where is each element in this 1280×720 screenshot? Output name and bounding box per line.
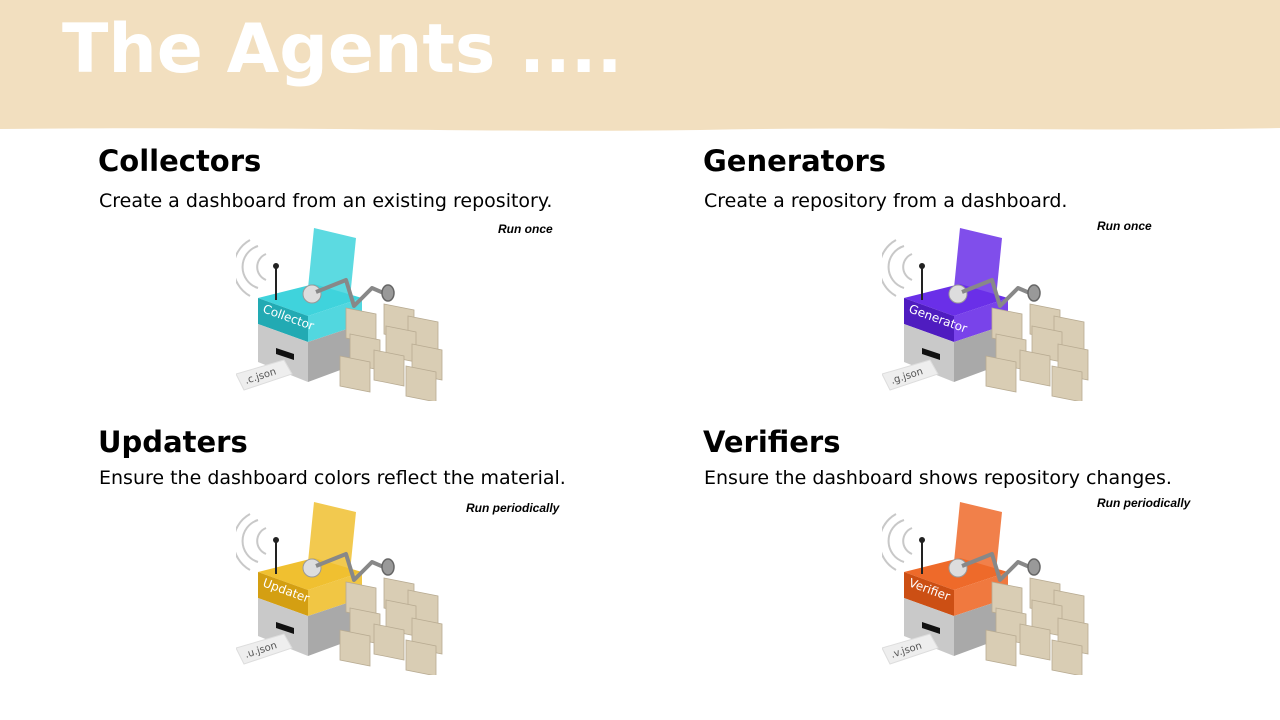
page-icon [985, 355, 1017, 393]
agent-collectors: Collectors Create a dashboard from an ex… [98, 144, 658, 404]
page-icon [1051, 639, 1083, 677]
agent-heading: Verifiers [703, 425, 841, 459]
page-icon [985, 629, 1017, 667]
agent-description: Ensure the dashboard shows repository ch… [704, 467, 1172, 489]
magnifier-icon [1027, 284, 1041, 302]
collector-robot-illustration: Collector .c.json [232, 226, 468, 403]
page-icon [1019, 623, 1051, 661]
verifier-robot-illustration: Verifier .v.json [878, 500, 1114, 677]
page-icon [373, 349, 405, 387]
page-icon [1051, 365, 1083, 403]
wifi-signal-icon [878, 239, 913, 297]
page-icon [373, 623, 405, 661]
agent-generators: Generators Create a repository from a da… [703, 144, 1263, 404]
magnifier-icon [1027, 558, 1041, 576]
wifi-signal-icon [232, 513, 267, 571]
agent-verifiers: Verifiers Ensure the dashboard shows rep… [703, 425, 1263, 685]
run-frequency: Run once [1097, 219, 1152, 233]
agent-heading: Generators [703, 144, 887, 178]
agent-updaters: Updaters Ensure the dashboard colors ref… [98, 425, 658, 685]
generator-robot-illustration: Generator .g.json [878, 226, 1114, 403]
wifi-signal-icon [878, 513, 913, 571]
magnifier-icon [381, 284, 395, 302]
run-frequency: Run once [498, 222, 553, 236]
agent-heading: Collectors [98, 144, 262, 178]
agent-description: Ensure the dashboard colors reflect the … [99, 467, 566, 489]
run-frequency: Run periodically [1097, 496, 1191, 510]
page-icon [405, 639, 437, 677]
page-icon [1019, 349, 1051, 387]
title-banner [0, 0, 1280, 131]
wifi-signal-icon [232, 239, 267, 297]
agent-description: Create a dashboard from an existing repo… [99, 190, 553, 212]
slide-title: The Agents .... [62, 10, 623, 89]
agent-description: Create a repository from a dashboard. [704, 190, 1068, 212]
page-icon [339, 355, 371, 393]
page-icon [405, 365, 437, 403]
magnifier-icon [381, 558, 395, 576]
run-frequency: Run periodically [466, 501, 560, 515]
page-icon [339, 629, 371, 667]
updater-robot-illustration: Updater .u.json [232, 500, 468, 677]
agent-heading: Updaters [98, 425, 248, 459]
